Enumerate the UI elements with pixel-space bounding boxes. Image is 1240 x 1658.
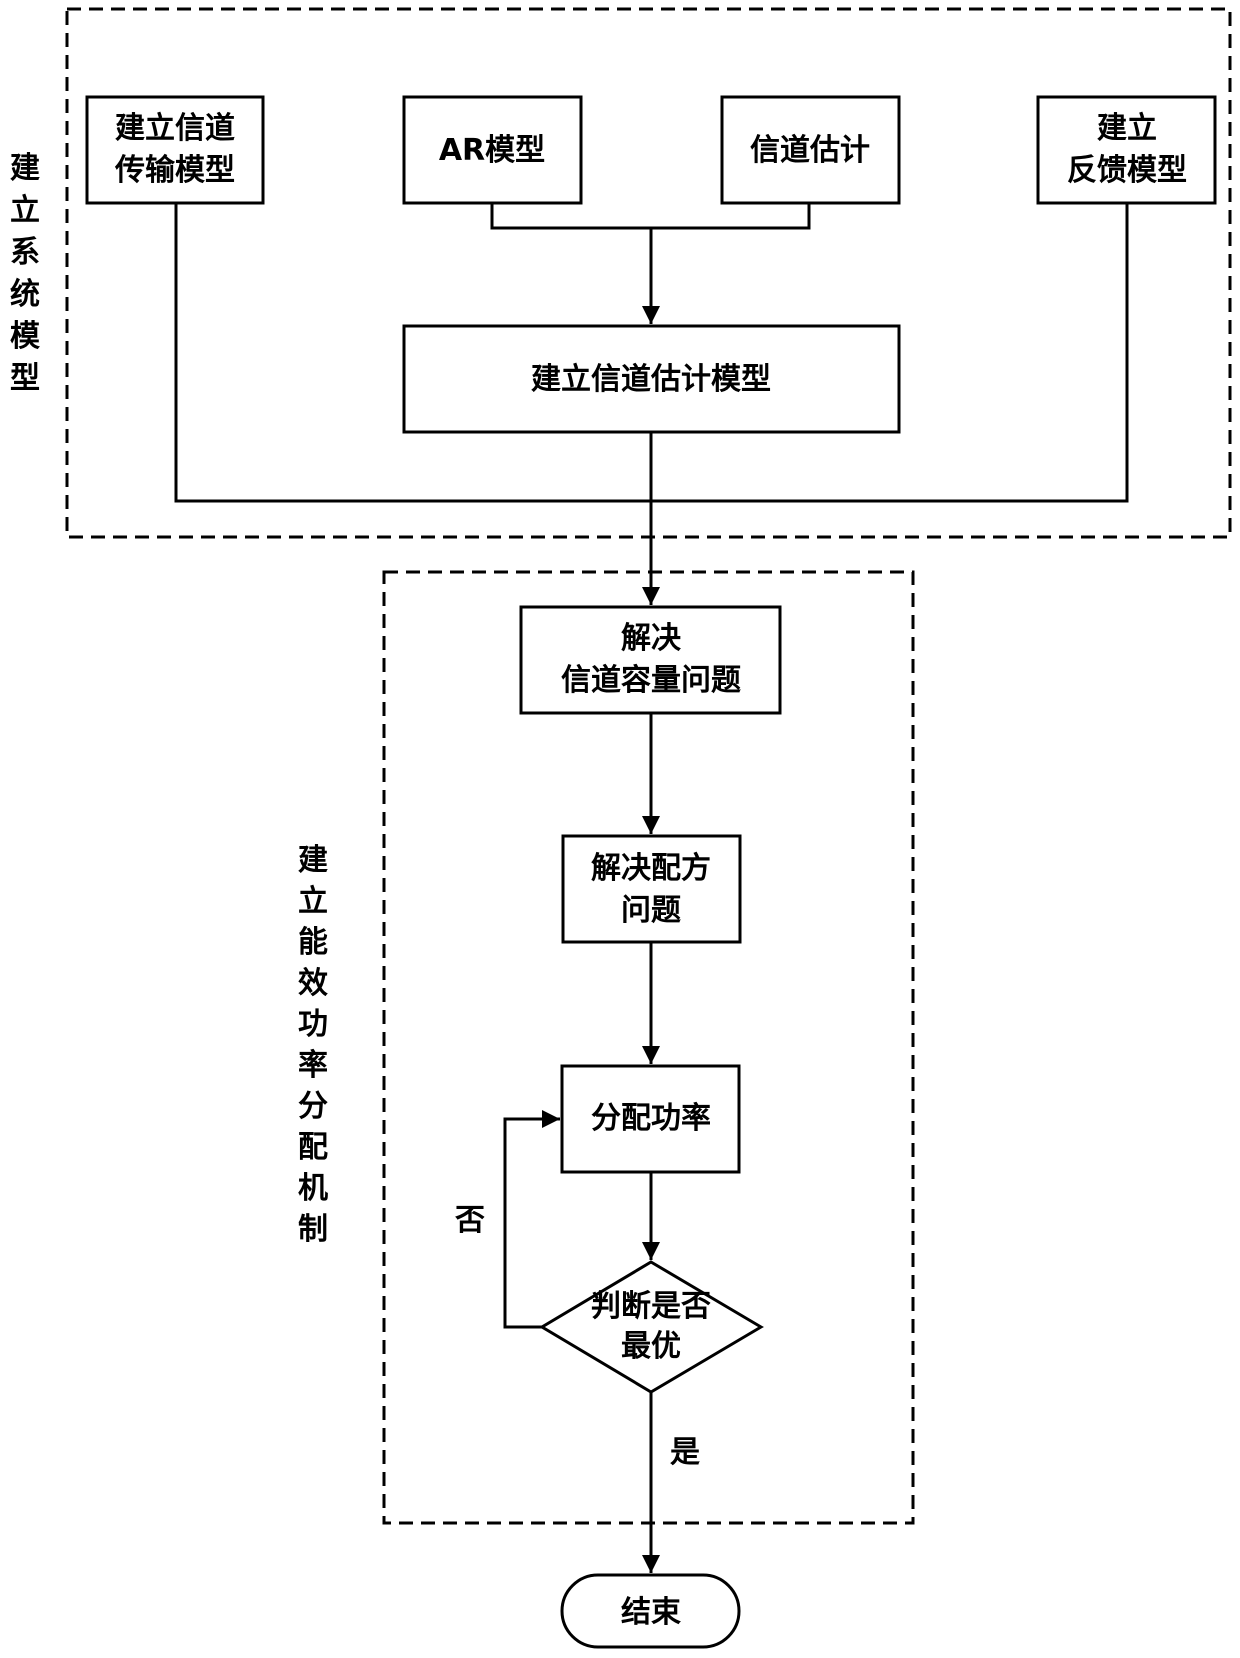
node-channel-estimation: 信道估计 xyxy=(722,97,899,203)
node-label: 反馈模型 xyxy=(1067,153,1187,188)
group-label-char: 统 xyxy=(10,277,40,312)
node-label: 信道估计 xyxy=(750,133,870,168)
group-label-char: 功 xyxy=(298,1007,328,1042)
group-label-char: 机 xyxy=(298,1171,328,1206)
group-label-char: 效 xyxy=(298,966,328,1001)
node-label: 建立信道估计模型 xyxy=(531,362,771,397)
group-label-char: 立 xyxy=(10,193,40,228)
node-ar-model: AR模型 xyxy=(404,97,581,203)
node-feedback-model: 建立 反馈模型 xyxy=(1038,97,1215,203)
node-label: 信道容量问题 xyxy=(561,663,741,698)
node-decision: 判断是否 最优 xyxy=(542,1262,761,1392)
node-label: 分配功率 xyxy=(591,1101,711,1136)
group-label-char: 建 xyxy=(298,843,328,878)
group-power-allocation-label: 建立能效功率分配机制 xyxy=(298,843,328,1247)
group-label-char: 型 xyxy=(10,361,40,396)
group-label-char: 配 xyxy=(298,1130,328,1165)
node-allocate-power: 分配功率 xyxy=(562,1066,739,1172)
node-end: 结束 xyxy=(562,1575,739,1647)
group-label-char: 能 xyxy=(298,925,328,960)
group-label-char: 立 xyxy=(298,884,328,919)
node-label: 建立信道 xyxy=(115,111,235,146)
node-formulation: 解决配方 问题 xyxy=(563,836,740,942)
group-label-char: 分 xyxy=(298,1089,328,1124)
edge-ar-estimation-merge xyxy=(492,203,809,228)
group-system-model-label: 建立系统模型 xyxy=(10,151,40,396)
node-label: 解决配方 xyxy=(591,851,711,886)
group-label-char: 率 xyxy=(298,1048,328,1083)
group-label-char: 制 xyxy=(298,1212,328,1247)
node-channel-capacity: 解决 信道容量问题 xyxy=(521,607,780,713)
node-label: 最优 xyxy=(621,1329,681,1364)
edge-label-yes: 是 xyxy=(670,1435,700,1470)
node-label: 判断是否 xyxy=(591,1289,711,1324)
group-label-char: 系 xyxy=(10,235,40,270)
node-channel-estimation-model: 建立信道估计模型 xyxy=(404,326,899,432)
node-label: 解决 xyxy=(621,621,681,656)
node-label: 问题 xyxy=(621,893,681,928)
group-label-char: 模 xyxy=(10,319,40,354)
group-system-model-border xyxy=(67,9,1230,537)
group-label-char: 建 xyxy=(10,151,40,186)
edge-label-no: 否 xyxy=(455,1203,485,1238)
node-label: AR模型 xyxy=(439,133,545,168)
edge-decision-no-loop xyxy=(505,1119,560,1327)
node-channel-transmission-model: 建立信道 传输模型 xyxy=(87,97,263,203)
node-label: 结束 xyxy=(621,1595,681,1630)
node-label: 传输模型 xyxy=(114,153,235,188)
node-label: 建立 xyxy=(1097,111,1157,146)
